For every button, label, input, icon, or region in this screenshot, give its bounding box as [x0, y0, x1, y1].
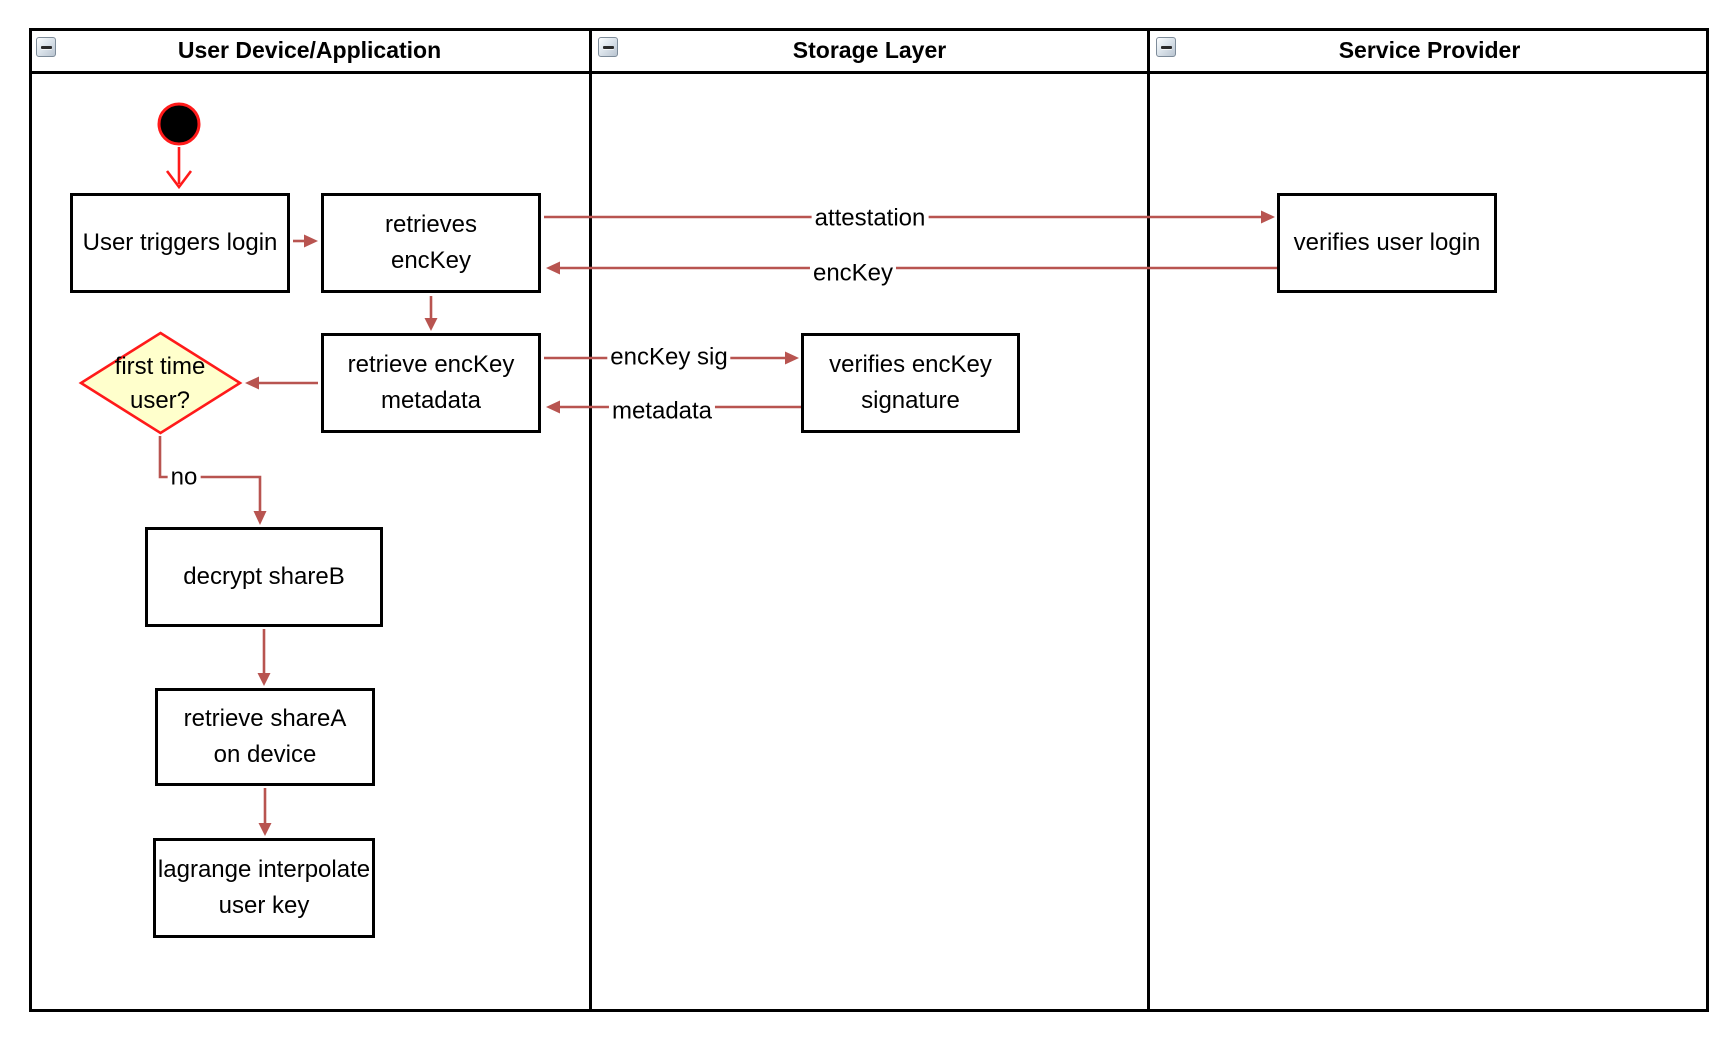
collapse-minus-icon[interactable]	[36, 37, 56, 57]
lane-header-separator	[29, 71, 1709, 74]
lane-title-storage-layer: Storage Layer	[591, 29, 1148, 71]
minus-glyph	[1160, 45, 1172, 49]
lane-divider-2	[1147, 28, 1150, 1012]
edge-label-metadata: metadata	[608, 396, 716, 426]
minus-glyph	[40, 45, 52, 49]
node-user-triggers-login: User triggers login	[70, 193, 290, 293]
minus-glyph	[602, 45, 614, 49]
edge-label-enckey: encKey	[809, 258, 897, 288]
decision-first-time-user-label: first time user?	[114, 353, 206, 414]
node-verifies-user-login: verifies user login	[1277, 193, 1497, 293]
lane-title-service-provider-label: Service Provider	[1338, 36, 1521, 63]
edge-label-no: no	[167, 462, 201, 492]
node-retrieves-enckey: retrieves encKey	[321, 193, 541, 293]
node-decrypt-shareb: decrypt shareB	[145, 527, 383, 627]
node-lagrange-interpolate: lagrange interpolate user key	[153, 838, 375, 938]
edge-label-attestation: attestation	[811, 203, 929, 233]
swimlane-pool-frame	[29, 28, 1709, 1012]
lane-title-service-provider: Service Provider	[1150, 29, 1709, 71]
node-verifies-enckey-signature: verifies encKey signature	[801, 333, 1020, 433]
lane-divider-1	[589, 28, 592, 1012]
node-retrieve-enckey-metadata: retrieve encKey metadata	[321, 333, 541, 433]
lane-title-user-device: User Device/Application	[29, 29, 590, 71]
node-retrieve-sharea: retrieve shareA on device	[155, 688, 375, 786]
collapse-minus-icon[interactable]	[598, 37, 618, 57]
edge-label-enckey-sig: encKey sig	[607, 342, 731, 372]
collapse-minus-icon[interactable]	[1156, 37, 1176, 57]
lane-title-storage-layer-label: Storage Layer	[792, 36, 947, 63]
lane-title-user-device-label: User Device/Application	[177, 36, 442, 63]
